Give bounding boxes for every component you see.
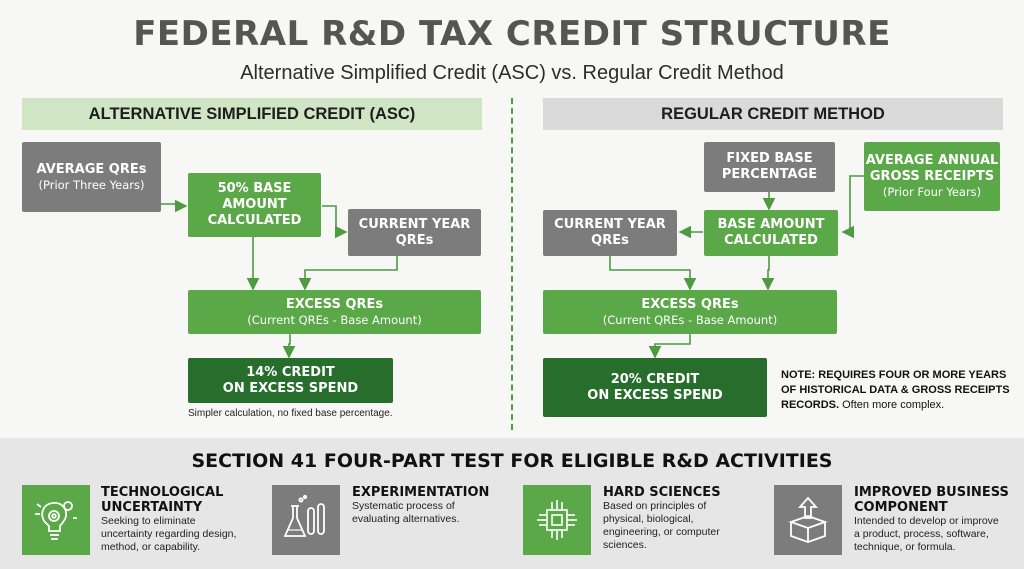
reg-base-amount-line1: BASE AMOUNT	[717, 217, 825, 232]
item-3-desc-line3: engineering, or computer	[603, 526, 720, 538]
asc-average-qres-box: AVERAGE QREs (Prior Three Years)	[22, 142, 161, 212]
reg-note: NOTE: REQUIRES FOUR OR MORE YEARS OF HIS…	[781, 368, 1016, 413]
reg-credit-line1: 20% CREDIT	[610, 371, 700, 387]
item-4-desc-line2: a product, process, software,	[854, 528, 989, 540]
arrow-asc-avg-to-base	[161, 199, 188, 213]
regular-banner: REGULAR CREDIT METHOD	[543, 98, 1003, 130]
four-part-item-4: IMPROVED BUSINESS COMPONENT Intended to …	[854, 485, 1019, 554]
reg-current-qres-box: CURRENT YEAR QREs	[543, 210, 677, 256]
reg-fixed-base-line1: FIXED BASE	[726, 151, 813, 166]
lightbulb-gears-icon	[22, 485, 90, 555]
item-1-desc-line3: method, or capability.	[101, 541, 201, 553]
reg-gross-receipts-line1: AVERAGE ANNUAL	[865, 153, 999, 168]
item-3-desc-line4: sciences.	[603, 539, 647, 551]
item-1-desc-line2: uncertainty regarding design,	[101, 528, 237, 540]
item-1-desc-line1: Seeking to eliminate	[101, 515, 196, 527]
microchip-icon	[523, 485, 591, 555]
reg-note-line2: OF HISTORICAL DATA & GROSS RECEIPTS	[781, 384, 1010, 396]
asc-excess-qres-box: EXCESS QREs (Current QREs - Base Amount)	[188, 290, 481, 334]
item-3-title: HARD SCIENCES	[603, 485, 721, 500]
asc-note: Simpler calculation, no fixed base perce…	[188, 408, 393, 419]
reg-excess-qres-sub: (Current QREs - Base Amount)	[602, 312, 778, 327]
section-divider	[511, 98, 513, 430]
item-4-desc-line3: technique, or formula.	[854, 541, 956, 553]
reg-fixed-base-line2: PERCENTAGE	[721, 167, 818, 182]
four-part-test-panel	[0, 438, 1024, 569]
arrow-reg-excess-to-credit	[648, 334, 691, 359]
reg-gross-receipts-box: AVERAGE ANNUAL GROSS RECEIPTS (Prior Fou…	[864, 142, 1000, 211]
asc-excess-qres-title: EXCESS QREs	[285, 296, 384, 312]
reg-note-line1: NOTE: REQUIRES FOUR OR MORE YEARS	[781, 369, 1007, 381]
asc-credit-box: 14% CREDIT ON EXCESS SPEND	[188, 358, 393, 403]
asc-current-qres-line1: CURRENT YEAR	[358, 216, 471, 232]
box-upgrade-icon	[774, 485, 842, 555]
flask-test-tubes-icon	[272, 485, 340, 555]
arrow-asc-current-to-excess	[298, 256, 398, 291]
reg-base-amount-box: BASE AMOUNT CALCULATED	[704, 210, 838, 256]
asc-credit-line1: 14% CREDIT	[246, 364, 335, 380]
asc-credit-line2: ON EXCESS SPEND	[222, 380, 359, 396]
arrow-reg-base-to-excess	[761, 256, 775, 291]
item-4-title-line2: COMPONENT	[854, 500, 948, 515]
four-part-item-3: HARD SCIENCES Based on principles of phy…	[603, 485, 768, 552]
asc-base-amount-line3: CALCULATED	[207, 213, 302, 228]
item-1-title-line1: TECHNOLOGICAL	[101, 485, 224, 500]
item-2-title: EXPERIMENTATION	[352, 485, 490, 500]
reg-credit-box: 20% CREDIT ON EXCESS SPEND	[543, 358, 767, 417]
item-3-desc-line2: physical, biological,	[603, 513, 694, 525]
reg-base-amount-line2: CALCULATED	[724, 233, 818, 248]
asc-base-amount-line2: AMOUNT	[222, 197, 287, 212]
asc-average-qres-title: AVERAGE QREs	[36, 161, 147, 177]
item-2-desc-line1: Systematic process of	[352, 500, 455, 512]
reg-gross-receipts-sub: (Prior Four Years)	[882, 185, 982, 199]
arrow-asc-excess-to-credit	[282, 334, 296, 359]
arrow-reg-receipts-to-base	[841, 175, 864, 239]
item-4-desc-line1: Intended to develop or improve	[854, 515, 999, 527]
reg-note-line3-bold: RECORDS.	[781, 399, 840, 411]
reg-current-qres-line1: CURRENT YEAR	[554, 217, 666, 232]
asc-average-qres-sub: (Prior Three Years)	[38, 177, 145, 192]
reg-excess-qres-box: EXCESS QREs (Current QREs - Base Amount)	[543, 290, 837, 334]
arrow-asc-base-to-current	[322, 205, 348, 239]
item-2-desc-line2: evaluating alternatives.	[352, 513, 460, 525]
reg-current-qres-line2: QREs	[591, 233, 629, 248]
arrow-reg-current-to-excess	[609, 256, 697, 291]
four-part-item-1: TECHNOLOGICAL UNCERTAINTY Seeking to eli…	[101, 485, 261, 554]
asc-current-qres-line2: QREs	[395, 232, 434, 248]
reg-note-tail: Often more complex.	[839, 399, 945, 411]
four-part-item-2: EXPERIMENTATION Systematic process of ev…	[352, 485, 512, 526]
reg-gross-receipts-line2: GROSS RECEIPTS	[869, 169, 995, 184]
item-4-title-line1: IMPROVED BUSINESS	[854, 485, 1009, 500]
page-subtitle: Alternative Simplified Credit (ASC) vs. …	[240, 62, 784, 84]
page-title: FEDERAL R&D TAX CREDIT STRUCTURE	[133, 14, 891, 54]
reg-credit-line2: ON EXCESS SPEND	[587, 387, 723, 403]
four-part-test-title: SECTION 41 FOUR-PART TEST FOR ELIGIBLE R…	[191, 450, 833, 472]
item-1-title-line2: UNCERTAINTY	[101, 500, 203, 515]
item-3-desc-line1: Based on principles of	[603, 500, 707, 512]
asc-base-amount-line1: 50% BASE	[217, 181, 292, 196]
reg-excess-qres-title: EXCESS QREs	[641, 296, 739, 312]
asc-base-amount-box: 50% BASE AMOUNT CALCULATED	[188, 173, 321, 237]
reg-fixed-base-box: FIXED BASE PERCENTAGE	[704, 142, 835, 192]
asc-excess-qres-sub: (Current QREs - Base Amount)	[247, 312, 422, 327]
asc-banner: ALTERNATIVE SIMPLIFIED CREDIT (ASC)	[22, 98, 482, 130]
asc-current-qres-box: CURRENT YEAR QREs	[348, 209, 481, 256]
